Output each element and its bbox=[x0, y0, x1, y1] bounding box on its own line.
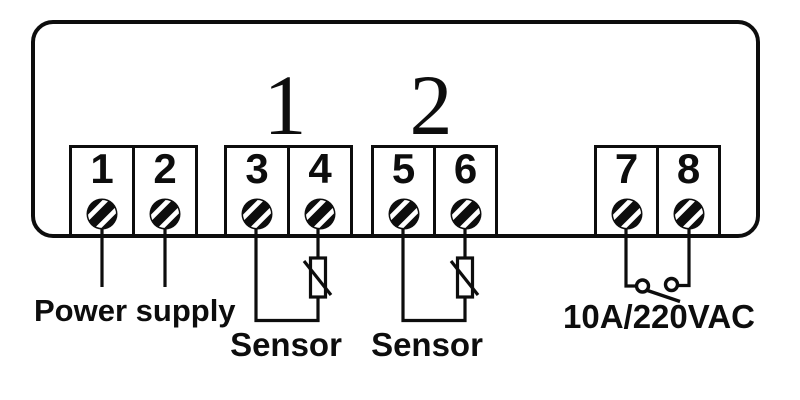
terminal-group-power: 1 2 bbox=[69, 145, 198, 238]
terminal-6-cell: 6 bbox=[433, 148, 495, 235]
terminal-8-cell: 8 bbox=[656, 148, 718, 235]
terminal-number: 5 bbox=[391, 145, 416, 192]
terminal-7-cell: 7 bbox=[597, 148, 656, 235]
terminal-number: 6 bbox=[453, 145, 478, 192]
terminal-3-cell: 3 bbox=[227, 148, 287, 235]
screw-terminal-icon bbox=[450, 198, 481, 230]
sensor-1-label: Sensor bbox=[230, 326, 342, 363]
relay-contact-icon bbox=[634, 276, 681, 304]
terminal-5-cell: 5 bbox=[374, 148, 433, 235]
terminal-number: 7 bbox=[614, 145, 639, 192]
terminal-1-cell: 1 bbox=[72, 148, 132, 235]
channel-2-label: 2 bbox=[409, 57, 453, 153]
relay-rating-label: 10A/220VAC bbox=[563, 298, 755, 335]
screw-terminal-icon bbox=[304, 198, 336, 230]
screw-terminal-icon bbox=[149, 198, 181, 230]
terminal-group-relay: 7 8 bbox=[594, 145, 721, 238]
terminal-group-sensor-1: 3 4 bbox=[224, 145, 353, 238]
terminal-number: 3 bbox=[245, 145, 269, 192]
screw-terminal-icon bbox=[673, 198, 704, 230]
channel-1-label: 1 bbox=[263, 57, 307, 153]
terminal-number: 1 bbox=[90, 145, 114, 192]
screw-terminal-icon bbox=[388, 198, 419, 230]
terminal-number: 4 bbox=[308, 145, 332, 192]
power-supply-label: Power supply bbox=[34, 293, 236, 328]
terminal-4-cell: 4 bbox=[287, 148, 350, 235]
screw-terminal-icon bbox=[241, 198, 273, 230]
screw-terminal-icon bbox=[611, 198, 642, 230]
terminal-group-sensor-2: 5 6 bbox=[371, 145, 498, 238]
thermistor-1-icon bbox=[302, 256, 333, 299]
thermistor-2-icon bbox=[449, 256, 480, 299]
terminal-number: 2 bbox=[153, 145, 177, 192]
sensor-2-label: Sensor bbox=[371, 326, 483, 363]
sensor-2-wire bbox=[401, 216, 467, 323]
relay-wire-terminal-8 bbox=[678, 216, 691, 288]
screw-terminal-icon bbox=[86, 198, 118, 230]
relay-wire-terminal-7 bbox=[624, 216, 636, 288]
sensor-1-wire bbox=[254, 216, 320, 323]
terminal-2-cell: 2 bbox=[132, 148, 195, 235]
terminal-number: 8 bbox=[676, 145, 701, 192]
